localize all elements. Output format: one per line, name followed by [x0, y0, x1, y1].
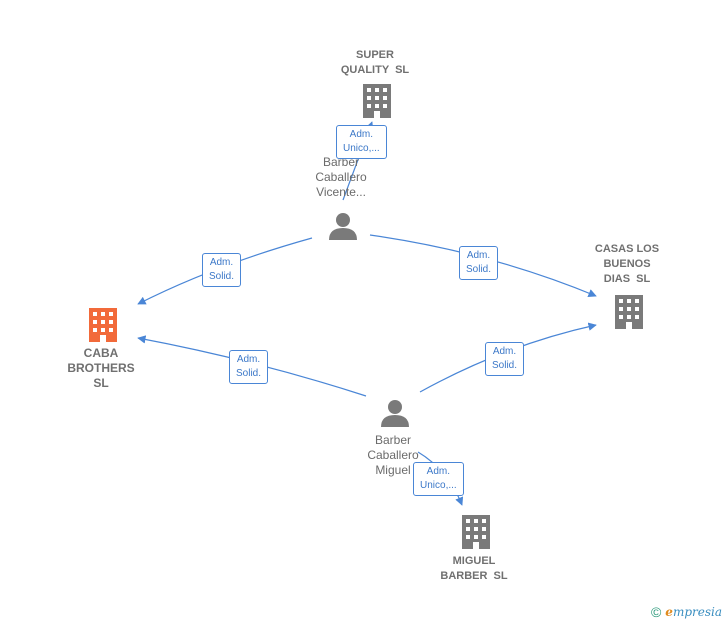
relation-label-miguel-caba[interactable]: Adm. Solid.: [229, 350, 269, 384]
relation-label-miguel-miguelsl[interactable]: Adm. Unico,...: [413, 462, 464, 496]
node-label-casas-los-buenos[interactable]: CASAS LOS BUENOS DIAS SL: [594, 243, 660, 285]
node-label-barber-vicente[interactable]: Barber Caballero Vicente...: [315, 155, 367, 199]
person-icon-barber-miguel[interactable]: [381, 400, 409, 427]
brand-name-initial: e: [665, 605, 673, 619]
building-icon-super-quality[interactable]: [363, 84, 391, 118]
empresia-brand[interactable]: © empresia: [651, 604, 722, 620]
building-icon-casas-los-buenos[interactable]: [615, 295, 643, 329]
node-label-super-quality[interactable]: SUPER QUALITY SL: [340, 49, 410, 76]
relation-label-vicente-caba[interactable]: Adm. Solid.: [202, 253, 242, 287]
node-label-miguel-barber-sl[interactable]: MIGUEL BARBER SL: [440, 555, 508, 582]
copyright-icon: ©: [650, 604, 662, 620]
building-icon-miguel-barber-sl[interactable]: [462, 515, 490, 549]
brand-name-rest: mpresia: [672, 605, 722, 619]
building-icon-caba-brothers[interactable]: [89, 308, 117, 342]
node-label-barber-miguel[interactable]: Barber Caballero Miguel: [367, 433, 419, 477]
node-label-caba-brothers[interactable]: CABA BROTHERS SL: [67, 346, 135, 390]
relation-label-vicente-super[interactable]: Adm. Unico,...: [336, 125, 387, 159]
relation-label-vicente-casas[interactable]: Adm. Solid.: [459, 246, 499, 280]
person-icon-barber-vicente[interactable]: [329, 213, 357, 240]
brand-name: empresia: [665, 605, 722, 619]
relation-label-miguel-casas[interactable]: Adm. Solid.: [485, 342, 525, 376]
